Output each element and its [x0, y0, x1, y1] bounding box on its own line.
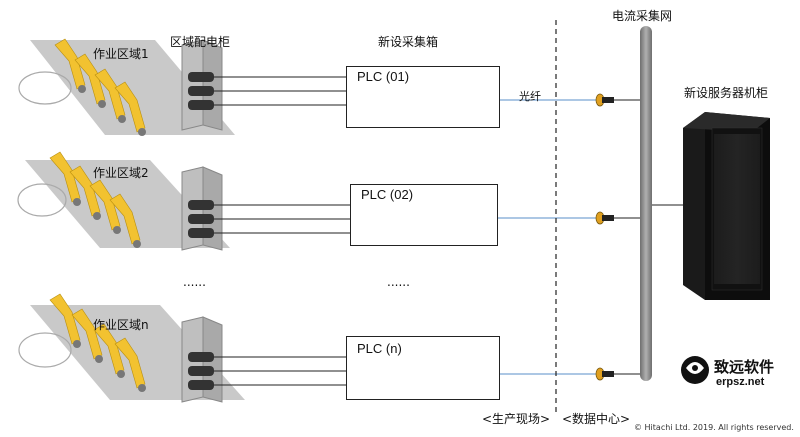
new-box-label: 新设采集箱	[378, 35, 439, 49]
data-center-label: <数据中心>	[562, 412, 631, 426]
current-network-label: 电流采集网	[612, 9, 673, 23]
zone-2-label: 作业区域2	[93, 166, 149, 180]
zone-2-floor	[17, 151, 230, 249]
plc-box-1: PLC (01)	[346, 66, 500, 128]
plc-box-n: PLC (n)	[346, 336, 500, 400]
cabinet-2	[181, 166, 223, 251]
logo-url: erpsz.net	[716, 376, 765, 388]
fiber-lines	[490, 99, 598, 375]
current-network-pole	[640, 26, 652, 381]
server-cabinet	[683, 112, 770, 300]
zone-1-label: 作业区域1	[93, 47, 149, 61]
logo-mark	[681, 356, 709, 384]
cabinet-1	[181, 39, 223, 131]
server-cabinet-label: 新设服务器机柜	[684, 86, 769, 100]
ellipsis-left: ......	[183, 275, 206, 289]
plc-2-title: PLC (02)	[361, 187, 414, 202]
zone-n-label: 作业区域n	[93, 318, 149, 332]
cabinet-n	[181, 316, 223, 403]
fiber-label: 光纤	[519, 90, 541, 103]
zone-cabinet-label: 区域配电柜	[170, 35, 231, 49]
plc-box-2: PLC (02)	[350, 184, 498, 246]
logo-text: 致远软件	[714, 358, 775, 376]
production-site-label: <生产现场>	[482, 412, 551, 426]
plc-n-title: PLC (n)	[357, 341, 402, 356]
plc-1-title: PLC (01)	[357, 69, 410, 84]
ellipsis-middle: ......	[387, 275, 410, 289]
wires	[214, 76, 360, 386]
copyright: © Hitachi Ltd. 2019. All rights reserved…	[634, 423, 794, 432]
